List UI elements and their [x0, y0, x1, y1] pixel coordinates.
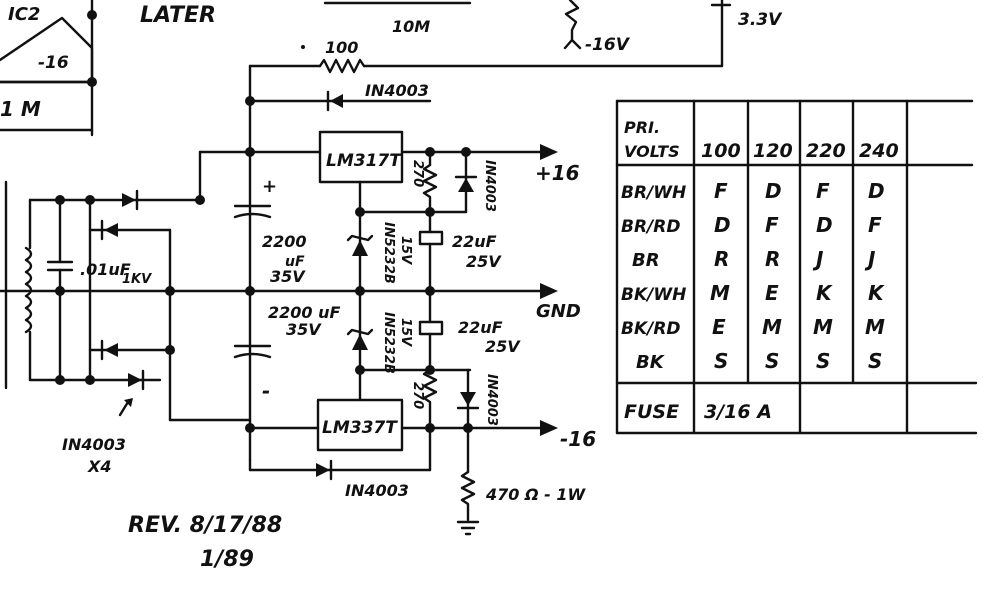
out-pos-label: +16: [535, 161, 580, 185]
cell-bk-240: S: [868, 349, 882, 373]
table-header-pri: PRI.: [624, 118, 660, 137]
c2-volt: 35V: [286, 320, 322, 339]
cell-bkwh-100: M: [710, 281, 730, 305]
cell-brrd-120: F: [765, 213, 779, 237]
zener-top-volt: 15V: [398, 236, 413, 265]
cell-brwh-240: D: [868, 179, 885, 203]
out-gnd-label: GND: [536, 301, 581, 322]
diode-top-label: IN4003: [365, 81, 429, 100]
row-wire-br: BR: [632, 250, 660, 271]
cell-bk-120: S: [765, 349, 779, 373]
top-feed: 100: [248, 38, 724, 462]
row-wire-brrd: BR/RD: [621, 217, 680, 237]
cell-br-120: R: [765, 247, 780, 271]
diode-top: IN4003: [245, 81, 432, 112]
diode-right-bot-label: IN4003: [484, 374, 499, 426]
load-resistor-label: 470 Ω - 1W: [485, 485, 586, 504]
reg-bot-label: LM337T: [322, 418, 398, 438]
r270-top-label: 270: [410, 160, 425, 187]
revision-note: REV. 8/17/88 1/89: [128, 513, 282, 572]
row-wire-bk: BK: [636, 352, 666, 373]
adjust-network: 270 IN5232B 15V IN4003 22uF 25V IN5232B …: [346, 150, 521, 430]
fuse-value: 3/16 A: [704, 401, 772, 423]
v33-label: 3.3V: [738, 10, 783, 30]
minus-sign: -: [262, 379, 270, 403]
cell-bkwh-240: K: [868, 281, 885, 305]
cell-br-220: J: [812, 247, 824, 271]
cell-bkrd-100: E: [712, 315, 726, 339]
filter-caps: + 2200 uF 35V - 2200 uF 35V: [233, 176, 340, 403]
c1-volt: 35V: [270, 267, 306, 286]
zener-bot-volt: 15V: [398, 318, 413, 347]
cell-brwh-120: D: [765, 179, 782, 203]
col-header-220: 220: [806, 140, 846, 162]
cell-br-240: J: [864, 247, 876, 271]
cell-bkwh-220: K: [816, 281, 833, 305]
diode-right-top-label: IN4003: [482, 160, 497, 212]
cell-bkwh-120: E: [765, 281, 779, 305]
cell-brrd-240: F: [868, 213, 882, 237]
cell-brrd-220: D: [816, 213, 833, 237]
later-label: LATER: [140, 3, 216, 28]
fuse-label: FUSE: [624, 401, 679, 423]
cell-bkrd-240: M: [865, 315, 885, 339]
cap22-bot-volt: 25V: [485, 337, 521, 356]
c2-value: 2200 uF: [268, 303, 340, 322]
cell-brwh-220: F: [816, 179, 830, 203]
cap-small-rating: 1KV: [122, 272, 152, 287]
cell-brrd-100: D: [714, 213, 731, 237]
c1-unit: uF: [285, 254, 305, 270]
col-header-120: 120: [753, 140, 793, 162]
c1-value: 2200: [262, 232, 307, 251]
out-neg-label: -16: [560, 427, 596, 451]
row-wire-bkrd: BK/RD: [621, 319, 681, 339]
ten-meg-label: 10M: [392, 17, 430, 36]
neg16v-label: -16V: [585, 35, 631, 55]
cell-bk-100: S: [714, 349, 728, 373]
row-wire-bkwh: BK/WH: [621, 285, 686, 305]
diode-bottom-label: IN4003: [345, 481, 409, 500]
wiring-table: PRI. VOLTS 100 120 220 240 BR/WH F D F D…: [615, 99, 978, 435]
revision-line1: REV. 8/17/88: [128, 513, 282, 538]
cap22-bot-label: 22uF: [458, 318, 503, 337]
diode-bottom: IN4003: [248, 426, 432, 500]
table-header-volts: VOLTS: [624, 142, 680, 161]
regulator-lm317t: LM317T +16: [245, 130, 580, 214]
r270-bot-label: 270: [410, 382, 425, 409]
row-wire-brwh: BR/WH: [621, 183, 686, 203]
one-meg-label: 1 M: [0, 97, 41, 121]
zener-top-label: IN5232B: [381, 222, 396, 284]
fragment-top-left: IC2 -16 1 M LATER 10M -16V 3.3V: [0, 0, 783, 137]
transformer-bridge: .01uF 1KV IN4003 X4: [4, 150, 252, 476]
cap-small-label: .01uF: [80, 260, 131, 279]
col-header-100: 100: [701, 140, 741, 162]
plus-sign: +: [262, 176, 277, 197]
bridge-diodes-label: IN4003: [62, 435, 126, 454]
cell-br-100: R: [714, 247, 729, 271]
regulator-lm337t: LM337T -16: [245, 368, 596, 452]
cell-bkrd-120: M: [762, 315, 782, 339]
zener-bot-label: IN5232B: [381, 312, 396, 374]
reg-top-label: LM317T: [326, 151, 402, 171]
cap22-top-volt: 25V: [466, 252, 502, 271]
ic2-label: IC2: [8, 4, 40, 25]
res100-label: 100: [325, 38, 358, 57]
load-resistor: 470 Ω - 1W: [456, 426, 586, 536]
col-header-240: 240: [859, 140, 899, 162]
neg16-fragment-label: -16: [38, 53, 69, 73]
cap22-top-label: 22uF: [452, 232, 497, 251]
revision-line2: 1/89: [200, 547, 254, 572]
cell-bkrd-220: M: [813, 315, 833, 339]
cell-bk-220: S: [816, 349, 830, 373]
cell-brwh-100: F: [714, 179, 728, 203]
bridge-count-label: X4: [87, 457, 111, 476]
